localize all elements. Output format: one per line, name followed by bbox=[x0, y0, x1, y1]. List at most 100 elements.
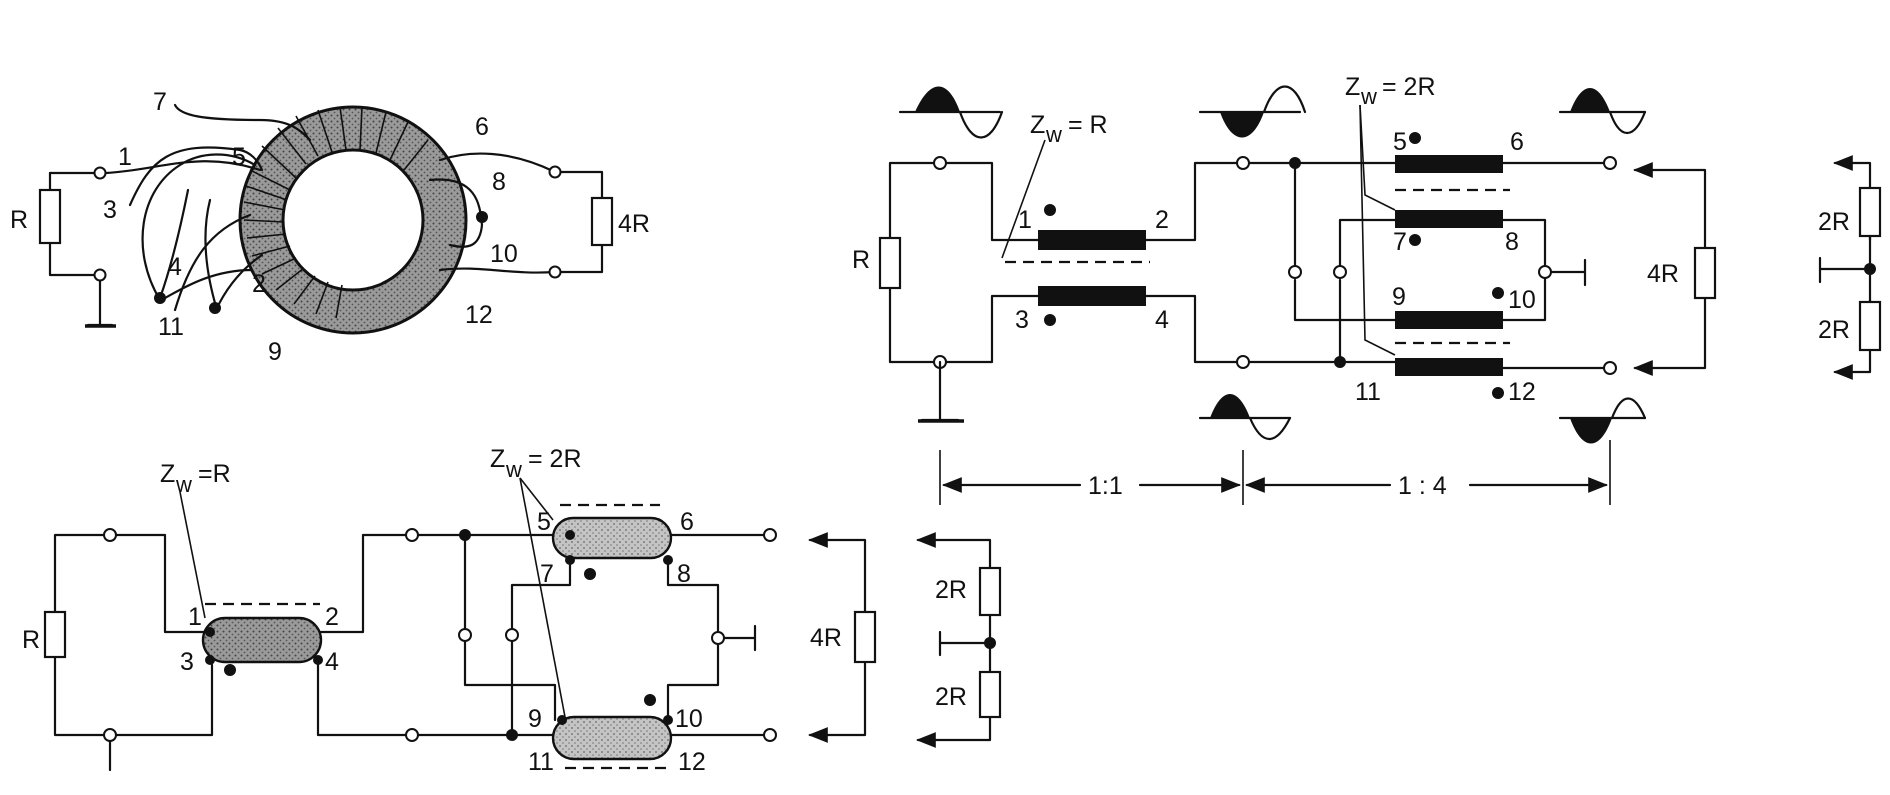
label-r: R bbox=[10, 206, 28, 234]
label-2r: 2R bbox=[1818, 208, 1850, 236]
terminal bbox=[933, 156, 947, 170]
pin-10: 10 bbox=[675, 705, 703, 733]
resistor-r-top-left bbox=[38, 188, 62, 245]
terminal bbox=[1236, 355, 1250, 369]
label-4r: 4R bbox=[810, 624, 842, 652]
pin-4: 4 bbox=[325, 648, 339, 676]
polarity-dot bbox=[1044, 314, 1056, 326]
impedance-label-zw-2r: Z w = 2R bbox=[1345, 73, 1436, 109]
pin-3: 3 bbox=[1015, 306, 1029, 334]
svg-text:w: w bbox=[1360, 84, 1377, 109]
winding-9-10 bbox=[1395, 311, 1503, 329]
ratio-1-1: 1:1 bbox=[1088, 472, 1123, 500]
terminal bbox=[548, 265, 562, 279]
svg-text:w: w bbox=[1045, 122, 1062, 147]
pin-8: 8 bbox=[1505, 228, 1519, 256]
label-4r: 4R bbox=[1647, 260, 1679, 288]
terminal bbox=[505, 628, 519, 642]
sine-waveform-icon bbox=[1558, 88, 1647, 134]
polarity-dot bbox=[1044, 204, 1056, 216]
terminal bbox=[1538, 265, 1552, 279]
pin-11: 11 bbox=[528, 748, 554, 776]
terminal bbox=[1288, 265, 1302, 279]
pin-9: 9 bbox=[1392, 283, 1406, 311]
polarity-dot bbox=[476, 211, 488, 223]
polarity-dot bbox=[644, 694, 656, 706]
terminal bbox=[93, 268, 107, 282]
pin-5: 5 bbox=[232, 143, 246, 171]
svg-text:= R: = R bbox=[1068, 111, 1108, 139]
pin-11: 11 bbox=[158, 313, 184, 341]
impedance-label-zw-2r: Z w = 2R bbox=[490, 445, 582, 482]
svg-text:=R: =R bbox=[198, 460, 231, 488]
pin-12: 12 bbox=[678, 748, 706, 776]
svg-text:w: w bbox=[175, 472, 192, 497]
sine-waveform-icon bbox=[1198, 394, 1292, 440]
terminal bbox=[405, 528, 419, 542]
label-2r: 2R bbox=[935, 683, 967, 711]
svg-text:Z: Z bbox=[490, 445, 505, 473]
resistor-r-bottom bbox=[43, 610, 67, 659]
winding-7-8 bbox=[1395, 210, 1503, 228]
terminal bbox=[1603, 361, 1617, 375]
polarity-dot bbox=[584, 568, 596, 580]
pin-4: 4 bbox=[1155, 306, 1169, 334]
pin-6: 6 bbox=[1510, 128, 1524, 156]
terminal bbox=[1603, 156, 1617, 170]
pin-8: 8 bbox=[492, 168, 506, 196]
resistor-2r-lower bbox=[978, 670, 1002, 719]
resistor-4r-schematic bbox=[1693, 246, 1717, 300]
coax-cable-9-10-11-12 bbox=[551, 715, 673, 770]
terminal bbox=[763, 528, 777, 542]
label-2r: 2R bbox=[935, 576, 967, 604]
impedance-label-zw-r: Z w = R bbox=[1030, 111, 1108, 147]
label-r: R bbox=[852, 246, 870, 274]
terminal bbox=[711, 631, 725, 645]
label-r: R bbox=[22, 626, 40, 654]
pin-1: 1 bbox=[188, 603, 202, 631]
terminal bbox=[93, 166, 107, 180]
sine-waveform-icon bbox=[898, 86, 1004, 139]
pin-12: 12 bbox=[465, 301, 493, 329]
pin-5: 5 bbox=[1393, 128, 1407, 156]
terminal bbox=[1236, 156, 1250, 170]
svg-text:Z: Z bbox=[1030, 111, 1045, 139]
winding-11-12 bbox=[1395, 358, 1503, 376]
svg-text:= 2R: = 2R bbox=[1382, 73, 1436, 101]
coax-realization: R 1 2 3 4 Z w =R bbox=[22, 445, 1002, 776]
pin-11: 11 bbox=[1355, 378, 1381, 406]
resistor-r-schematic bbox=[878, 236, 902, 290]
terminal bbox=[103, 728, 117, 742]
toroid-pictorial: R bbox=[10, 88, 650, 366]
svg-text:Z: Z bbox=[160, 460, 175, 488]
winding-1-2 bbox=[1038, 230, 1146, 250]
pin-9: 9 bbox=[268, 338, 282, 366]
sine-waveform-icon bbox=[1558, 397, 1647, 444]
pin-2: 2 bbox=[1155, 206, 1169, 234]
pin-7: 7 bbox=[540, 560, 554, 588]
pin-2: 2 bbox=[252, 270, 266, 298]
resistor-2r-lower bbox=[1858, 300, 1882, 352]
label-4r: 4R bbox=[618, 210, 650, 238]
polarity-dot bbox=[224, 664, 236, 676]
svg-text:= 2R: = 2R bbox=[528, 445, 582, 473]
terminal bbox=[763, 728, 777, 742]
terminal bbox=[405, 728, 419, 742]
terminal bbox=[1333, 265, 1347, 279]
pin-6: 6 bbox=[475, 113, 489, 141]
pin-10: 10 bbox=[1508, 286, 1536, 314]
impedance-label-zw-r: Z w =R bbox=[160, 460, 231, 497]
winding-5-6 bbox=[1395, 155, 1503, 173]
pin-10: 10 bbox=[490, 240, 518, 268]
balun-schematic: R 1 2 3 4 Z w = R bbox=[852, 73, 1882, 505]
sine-waveform-icon bbox=[1198, 85, 1307, 138]
pin-12: 12 bbox=[1508, 378, 1536, 406]
ratio-1-4: 1 : 4 bbox=[1398, 472, 1447, 500]
pin-5: 5 bbox=[537, 508, 551, 536]
resistor-4r-bottom bbox=[853, 610, 877, 664]
pin-6: 6 bbox=[680, 508, 694, 536]
pin-1: 1 bbox=[118, 143, 132, 171]
resistor-4r-top-left bbox=[590, 196, 614, 247]
pin-4: 4 bbox=[168, 253, 182, 281]
polarity-dot bbox=[154, 292, 166, 304]
